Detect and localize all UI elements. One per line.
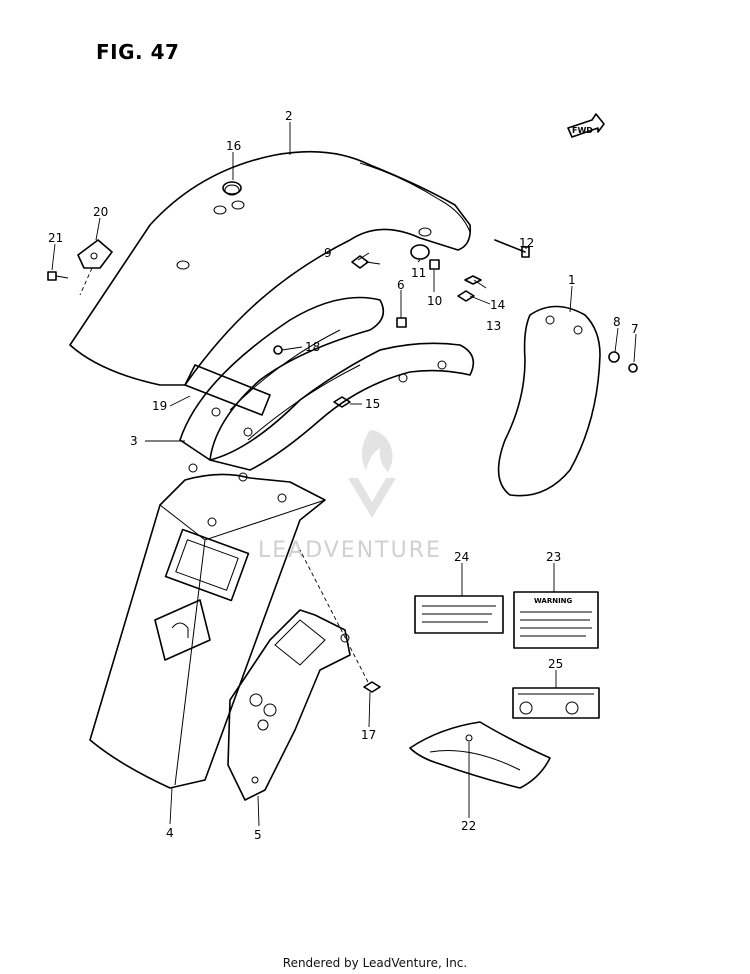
- callout-24: 24: [454, 550, 469, 564]
- rear-fender-plate-part-19: [184, 364, 271, 416]
- callout-6: 6: [397, 278, 405, 292]
- callout-25: 25: [548, 657, 563, 671]
- grommet-part-16: [222, 181, 242, 195]
- washer-part-8: [608, 351, 620, 363]
- callout-23: 23: [546, 550, 561, 564]
- rear-lower-fender-part-4: [89, 473, 326, 789]
- hardware-parts: [47, 181, 638, 693]
- fwd-arrow: FWD: [567, 113, 605, 138]
- callout-7: 7: [631, 322, 639, 336]
- fwd-label: FWD: [572, 126, 593, 135]
- bolt-part-17: [363, 681, 381, 693]
- callout-16: 16: [226, 139, 241, 153]
- bolt-part-9: [351, 255, 369, 269]
- leader-lines: [51, 122, 637, 827]
- footer-credit: Rendered by LeadVenture, Inc.: [282, 956, 468, 970]
- callout-9: 9: [324, 246, 332, 260]
- nut-part-18: [273, 345, 283, 355]
- callout-19: 19: [152, 399, 167, 413]
- callout-22: 22: [461, 819, 476, 833]
- rear-carrier-part-3: [179, 296, 475, 482]
- tool-bag-part-22: [409, 721, 551, 789]
- callout-numbers: 2 16 20 21 12 1 9 11 10 14 13 6 8 7 18 1…: [48, 109, 639, 842]
- collar-part-11: [410, 244, 430, 260]
- bolt-part-15: [333, 396, 351, 408]
- callout-11: 11: [411, 266, 426, 280]
- callout-1: 1: [568, 273, 576, 287]
- callout-2: 2: [285, 109, 293, 123]
- bolt-part-12: [494, 239, 526, 253]
- caution-label-part-24: [414, 595, 504, 634]
- front-fender-part-1: [497, 305, 601, 497]
- callout-14: 14: [490, 298, 505, 312]
- callout-5: 5: [254, 828, 262, 842]
- callout-3: 3: [130, 434, 138, 448]
- bracket-part-20: [77, 239, 113, 269]
- callout-17: 17: [361, 728, 376, 742]
- plate-bracket-part-5: [227, 609, 351, 801]
- nut-part-10: [429, 259, 440, 270]
- nut-part-6: [396, 317, 407, 328]
- screw-part-7: [628, 363, 638, 373]
- warning-label-heading: WARNING: [534, 597, 573, 605]
- callout-15: 15: [365, 397, 380, 411]
- figure-title: FIG. 47: [96, 40, 180, 64]
- callout-4: 4: [166, 826, 174, 840]
- callout-21: 21: [48, 231, 63, 245]
- callout-20: 20: [93, 205, 108, 219]
- callout-8: 8: [613, 315, 621, 329]
- warning-label-part-23: WARNING: [513, 591, 599, 649]
- callout-13: 13: [486, 319, 501, 333]
- nut-part-14: [464, 275, 482, 285]
- callout-10: 10: [427, 294, 442, 308]
- tire-info-label-part-25: [512, 687, 600, 719]
- screw-part-21: [47, 271, 57, 281]
- screw-part-13: [457, 290, 475, 302]
- callout-12: 12: [519, 236, 534, 250]
- callout-18: 18: [305, 340, 320, 354]
